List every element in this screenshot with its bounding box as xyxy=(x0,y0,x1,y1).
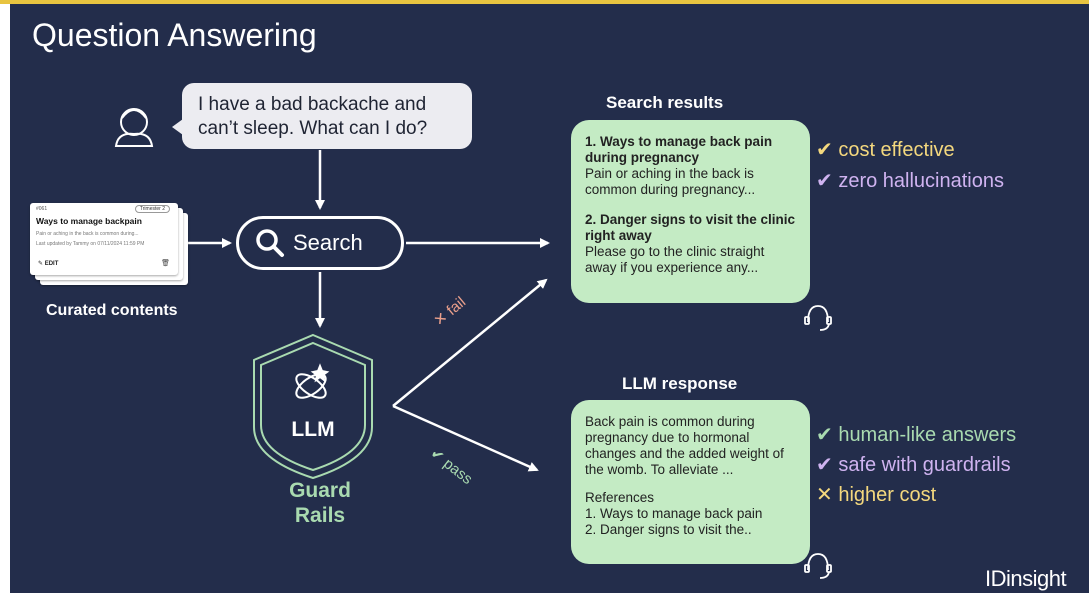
curated-contents-label: Curated contents xyxy=(46,302,178,319)
card-updated: Last updated by Tammy on 07/11/2024 11:5… xyxy=(36,241,145,247)
benefit-zero-hallucinations: ✔ zero hallucinations xyxy=(816,170,1004,192)
card-body: Pain or aching in the back is common dur… xyxy=(36,231,139,237)
guardrails-shield-icon xyxy=(253,333,373,480)
llm-response-bubble: Back pain is common during pregnancy due… xyxy=(571,400,810,564)
top-accent-line xyxy=(0,0,1089,4)
connectors-layer xyxy=(114,108,832,579)
search-results-title: Search results xyxy=(606,93,724,112)
references-title: References xyxy=(585,490,655,505)
user-question-bubble: I have a bad backache and can’t sleep. W… xyxy=(172,83,472,149)
benefit-cost-effective: ✔ cost effective xyxy=(816,139,955,161)
fail-arrow xyxy=(392,278,548,407)
user-question-text: I have a bad backache and can’t sleep. W… xyxy=(198,94,428,139)
card-edit-label: EDIT xyxy=(44,261,59,267)
llm-response-title: LLM response xyxy=(622,374,738,393)
reference-1: 1. Ways to manage back pain xyxy=(585,506,763,521)
result-2-title: 2. Danger signs to visit the clinic righ… xyxy=(585,212,796,243)
diagram-canvas: Question Answering I have a bad backache… xyxy=(10,4,1089,593)
user-avatar-icon xyxy=(114,108,154,147)
pass-arrow xyxy=(392,404,539,472)
card-edit-button[interactable]: ✎ EDIT xyxy=(38,261,59,267)
bubble-tail xyxy=(172,119,183,135)
search-node: Search xyxy=(236,216,404,270)
curated-content-card[interactable]: #061 Trimester 2 Ways to manage backpain… xyxy=(30,203,178,275)
agent-headset-icon xyxy=(804,305,832,331)
guard-line-1: Guard xyxy=(289,479,351,502)
benefit-human-like: ✔ human-like answers xyxy=(816,424,1017,446)
page-title: Question Answering xyxy=(32,17,317,53)
llm-response-body: Back pain is common during pregnancy due… xyxy=(585,414,784,477)
guardrails-label: Guard Rails xyxy=(260,478,380,528)
result-2-body: Please go to the clinic straight away if… xyxy=(585,244,765,275)
card-title: Ways to manage backpain xyxy=(36,216,142,226)
brand-logo: IDinsight xyxy=(985,566,1067,591)
guard-line-2: Rails xyxy=(294,504,346,527)
agent-headset-icon-2 xyxy=(804,553,832,579)
search-icon xyxy=(256,229,284,257)
llm-atom-icon xyxy=(295,363,330,399)
card-id: #061 xyxy=(36,206,48,212)
llm-label: LLM xyxy=(291,418,335,441)
search-results-bubble: 1. Ways to manage back pain during pregn… xyxy=(571,120,810,303)
search-label: Search xyxy=(293,230,363,255)
drawback-higher-cost: ✕ higher cost xyxy=(816,484,937,506)
result-1-title: 1. Ways to manage back pain during pregn… xyxy=(585,134,773,165)
reference-2: 2. Danger signs to visit the.. xyxy=(585,522,752,537)
result-1-body: Pain or aching in the back is common dur… xyxy=(585,166,756,197)
benefit-safe-guardrails: ✔ safe with guardrails xyxy=(816,454,1011,476)
trash-icon[interactable]: 🗑 xyxy=(161,260,170,267)
card-badge: Trimester 2 xyxy=(134,205,170,213)
